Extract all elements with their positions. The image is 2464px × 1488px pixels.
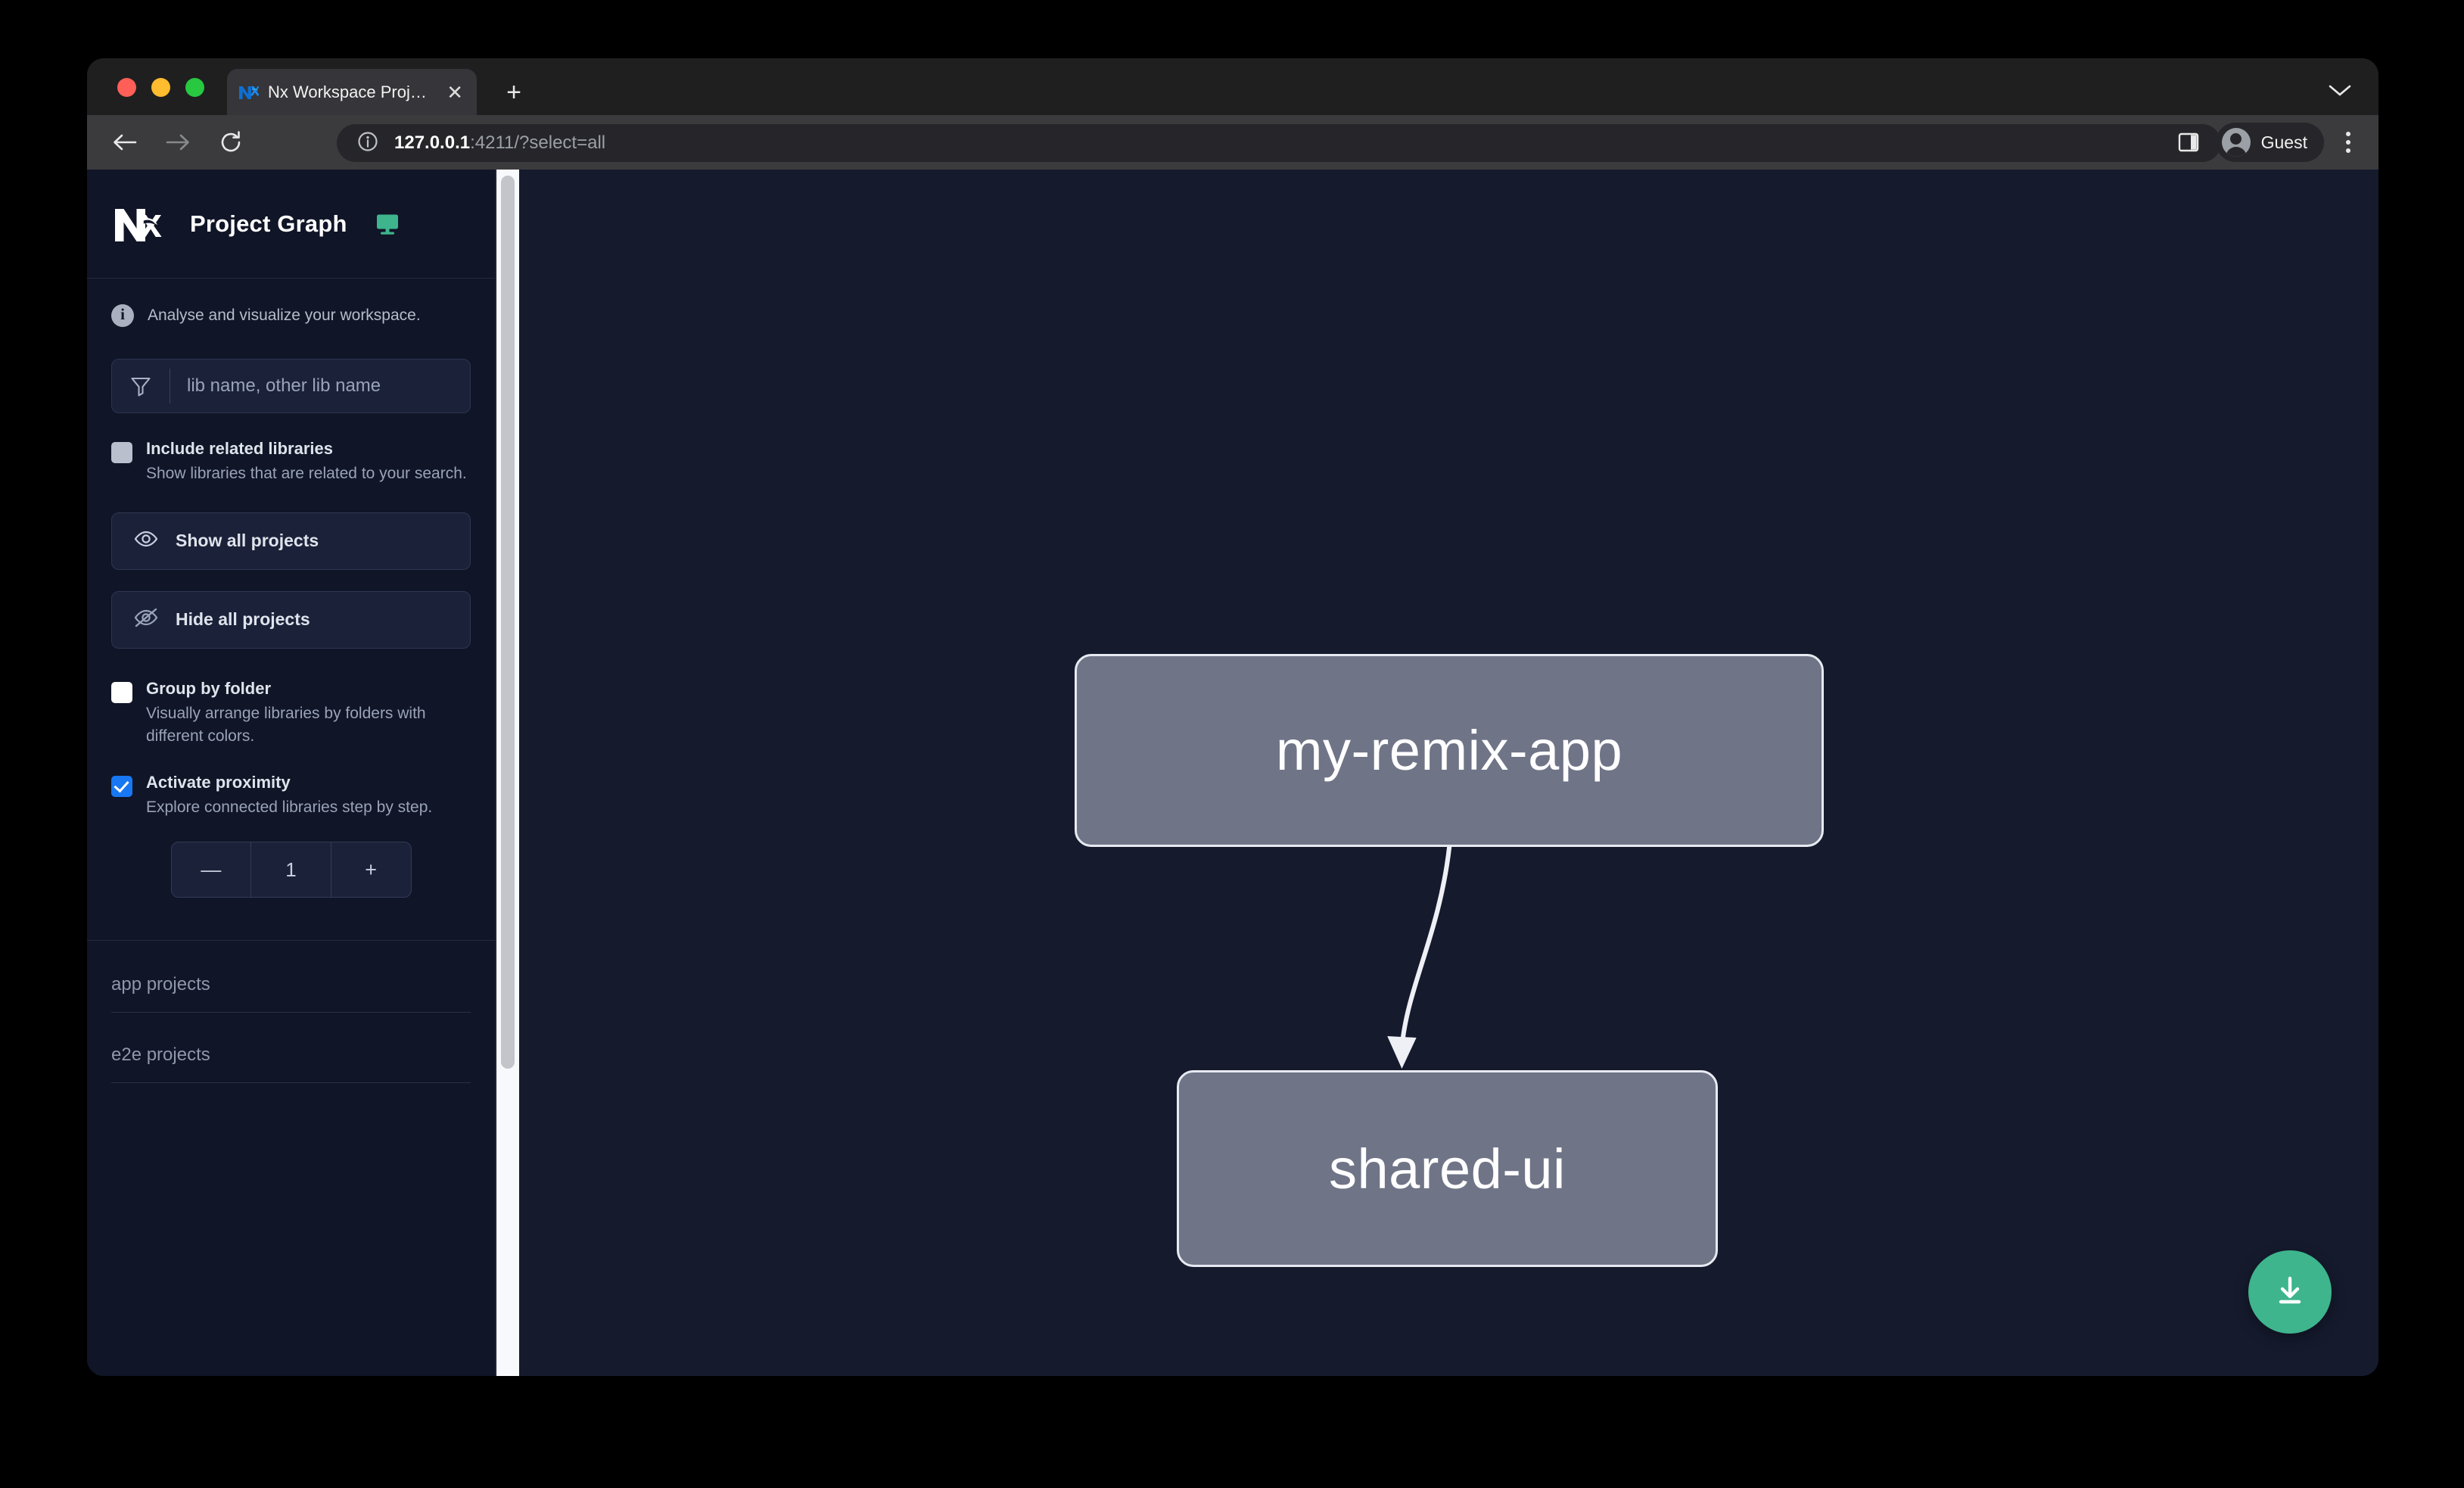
download-icon [2273,1273,2307,1312]
option-group-by-folder[interactable]: Group by folder Visually arrange librari… [87,679,495,748]
side-panel-icon[interactable] [2169,123,2208,162]
minimize-window-button[interactable] [151,78,170,97]
proximity-increment-button[interactable]: + [365,858,378,881]
activate-proximity-checkbox[interactable] [111,776,132,798]
show-all-projects-label: Show all projects [176,531,319,551]
kebab-menu-icon[interactable] [2332,123,2365,162]
tab-title: Nx Workspace Project Graph [268,82,434,101]
toolbar-actions: Guest [2169,123,2365,162]
maximize-window-button[interactable] [185,78,204,97]
proximity-value: 1 [250,842,331,898]
group-app-projects[interactable]: app projects [111,941,471,1013]
group-label: app projects [111,974,210,995]
close-window-button[interactable] [117,78,136,97]
window-controls [117,78,204,97]
nx-logo-icon [238,84,260,101]
group-e2e-projects[interactable]: e2e projects [111,1013,471,1084]
url-path: :4211/?select=all [470,132,606,153]
close-icon[interactable]: ✕ [446,80,463,104]
search-input[interactable]: lib name, other lib name [111,359,471,413]
browser-tab[interactable]: Nx Workspace Project Graph ✕ [227,69,477,115]
account-avatar-icon [2221,128,2251,157]
group-by-folder-checkbox[interactable] [111,681,132,703]
hide-all-projects-button[interactable]: Hide all projects [111,590,471,649]
search-input-placeholder: lib name, other lib name [187,375,381,396]
address-bar-url: 127.0.0.1:4211/?select=all [394,132,605,154]
sidebar-header: Project Graph [87,170,495,279]
include-related-libraries-checkbox[interactable] [111,442,132,463]
project-graph-canvas[interactable]: my-remix-app shared-ui [496,170,2378,1376]
proximity-stepper: — 1 + [170,842,412,898]
info-circle-icon[interactable] [356,130,379,157]
nx-logo-icon [113,204,163,244]
sidebar-description-text: Analyse and visualize your workspace. [148,307,421,324]
profile-label: Guest [2260,132,2307,152]
profile-button[interactable]: Guest [2215,123,2324,162]
group-rule [111,1012,471,1013]
address-bar[interactable]: 127.0.0.1:4211/?select=all [337,124,2221,162]
sidebar-scrollbar[interactable] [496,170,519,1376]
option-subtitle: Visually arrange libraries by folders wi… [146,704,426,745]
arrow-right-icon[interactable] [157,121,199,163]
hide-all-projects-label: Hide all projects [176,609,310,630]
app-viewport: Project Graph Analyse and visualize your… [87,170,2378,1376]
option-include-related-libraries[interactable]: Include related libraries Show libraries… [87,439,495,485]
browser-window: Nx Workspace Project Graph ✕ + [87,58,2378,1376]
sidebar-description: Analyse and visualize your workspace. [87,279,495,327]
option-subtitle: Show libraries that are related to your … [146,465,467,482]
option-subtitle: Explore connected libraries step by step… [146,798,433,817]
show-all-projects-button[interactable]: Show all projects [111,512,471,570]
option-title: Include related libraries [146,439,333,458]
new-tab-button[interactable]: + [506,78,521,107]
graph-node-label: shared-ui [1328,1137,1566,1200]
graph-node-shared-ui[interactable]: shared-ui [1177,1070,1718,1267]
eye-slash-icon [133,608,159,631]
option-title: Activate proximity [146,773,291,792]
sidebar-divider [87,940,495,942]
scrollbar-thumb[interactable] [501,176,515,1069]
chevron-down-icon[interactable] [2327,82,2353,98]
eye-icon [133,529,159,553]
download-graph-button[interactable] [2248,1250,2332,1334]
sidebar: Project Graph Analyse and visualize your… [87,170,496,1376]
group-rule [111,1082,471,1084]
tab-strip: Nx Workspace Project Graph ✕ + [87,58,2378,115]
arrow-left-icon[interactable] [104,121,146,163]
monitor-icon[interactable] [375,213,400,235]
graph-node-label: my-remix-app [1275,719,1623,782]
page-title: Project Graph [190,210,347,237]
proximity-decrement-button[interactable]: — [201,858,222,881]
funnel-filter-icon [112,375,170,397]
graph-node-my-remix-app[interactable]: my-remix-app [1075,654,1824,847]
option-activate-proximity[interactable]: Activate proximity Explore connected lib… [87,773,495,819]
browser-toolbar: 127.0.0.1:4211/?select=all Guest [87,115,2378,170]
reload-icon[interactable] [210,121,252,163]
group-label: e2e projects [111,1044,210,1066]
url-host: 127.0.0.1 [394,132,471,153]
info-icon [111,304,134,327]
option-title: Group by folder [146,678,271,698]
